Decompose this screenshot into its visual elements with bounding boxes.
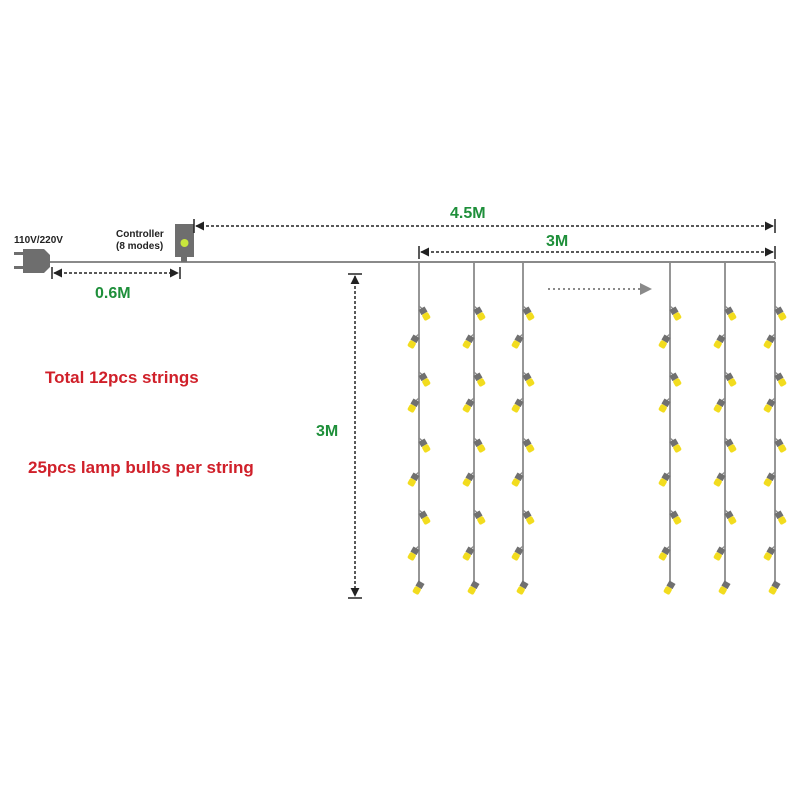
bulb-icon	[522, 510, 535, 525]
bulb-icon	[713, 398, 726, 413]
total-width-label: 4.5M	[450, 205, 486, 222]
controller-icon	[175, 224, 194, 262]
arrow-right-icon	[548, 283, 652, 295]
bulb-icon	[658, 472, 671, 487]
bulb-icon	[473, 306, 486, 321]
bulb-icon	[511, 334, 524, 349]
bulb-icon	[774, 306, 787, 321]
bulb-icon	[718, 580, 731, 595]
total-strings-caption: Total 12pcs strings	[45, 368, 199, 387]
bulb-icon	[713, 334, 726, 349]
bulb-icon	[763, 334, 776, 349]
bulb-icon	[724, 372, 737, 387]
bulb-icon	[763, 398, 776, 413]
bulb-icon	[724, 306, 737, 321]
bulb-icon	[462, 398, 475, 413]
bulb-icon	[669, 438, 682, 453]
controller-modes-label: (8 modes)	[116, 241, 163, 252]
bulb-icon	[669, 510, 682, 525]
bulb-icon	[658, 546, 671, 561]
bulb-icon	[473, 372, 486, 387]
bulb-icon	[516, 580, 529, 595]
bulb-icon	[407, 472, 420, 487]
bulb-icon	[663, 580, 676, 595]
bulb-icon	[774, 510, 787, 525]
cable-length-dimension	[51, 267, 181, 279]
controller-label: Controller	[116, 229, 164, 240]
bulb-icon	[418, 438, 431, 453]
cable-length-label: 0.6M	[95, 285, 131, 302]
bulb-icon	[462, 546, 475, 561]
bulb-icon	[407, 398, 420, 413]
bulb-icon	[473, 510, 486, 525]
bulbs-per-string-caption: 25pcs lamp bulbs per string	[28, 458, 254, 477]
light-strings	[407, 262, 787, 595]
bulb-icon	[412, 580, 425, 595]
bulb-icon	[763, 546, 776, 561]
bulb-icon	[669, 306, 682, 321]
total-width-dimension	[193, 219, 776, 233]
bulb-icon	[462, 472, 475, 487]
bulb-icon	[418, 510, 431, 525]
bulb-icon	[467, 580, 480, 595]
bulb-icon	[669, 372, 682, 387]
string-span-dimension	[418, 246, 776, 259]
bulb-icon	[511, 472, 524, 487]
bulb-icon	[407, 546, 420, 561]
bulb-icon	[658, 398, 671, 413]
string-span-label: 3M	[546, 233, 568, 250]
drop-height-label: 3M	[316, 423, 338, 440]
bulb-icon	[522, 372, 535, 387]
bulb-icon	[658, 334, 671, 349]
bulb-icon	[713, 472, 726, 487]
bulb-icon	[418, 372, 431, 387]
bulb-icon	[763, 472, 776, 487]
bulb-icon	[407, 334, 420, 349]
bulb-icon	[522, 438, 535, 453]
plug-icon	[14, 249, 50, 273]
bulb-icon	[511, 398, 524, 413]
bulb-icon	[774, 438, 787, 453]
bulb-icon	[774, 372, 787, 387]
bulb-icon	[724, 510, 737, 525]
bulb-icon	[511, 546, 524, 561]
drop-height-dimension	[348, 273, 362, 599]
bulb-icon	[768, 580, 781, 595]
voltage-label: 110V/220V	[14, 235, 63, 246]
bulb-icon	[462, 334, 475, 349]
bulb-icon	[522, 306, 535, 321]
bulb-icon	[713, 546, 726, 561]
bulb-icon	[418, 306, 431, 321]
bulb-icon	[724, 438, 737, 453]
bulb-icon	[473, 438, 486, 453]
